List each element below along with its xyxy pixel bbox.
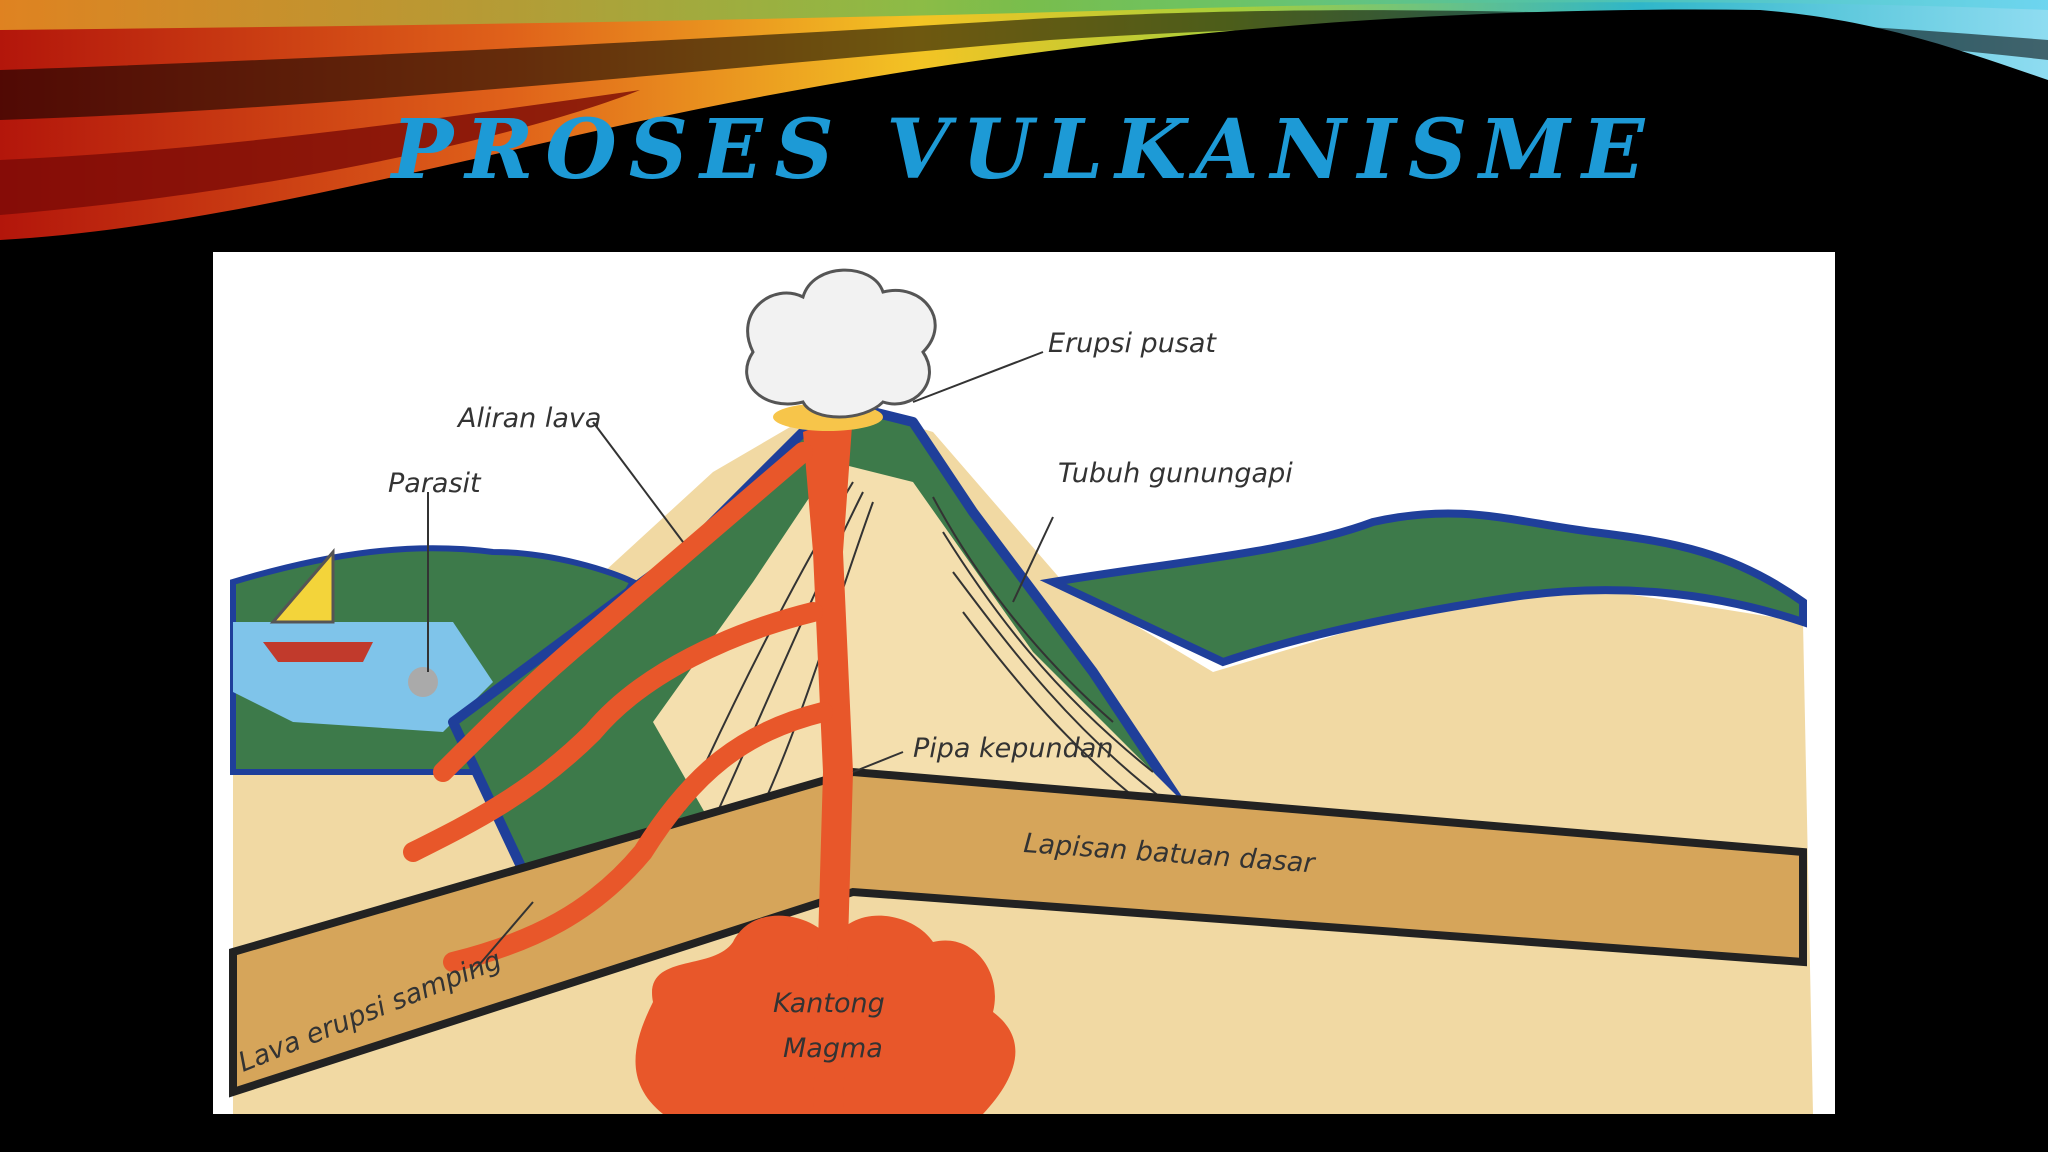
main-conduit (803, 412, 853, 1114)
lava-flows (403, 442, 833, 972)
label-erupsi-pusat: Erupsi pusat (1048, 328, 1217, 359)
right-hills (1039, 509, 1807, 667)
parasite-puff (408, 667, 438, 697)
label-aliran-lava: Aliran lava (456, 403, 601, 434)
label-kantong: Kantong (773, 988, 885, 1019)
label-tubuh-gunungapi: Tubuh gunungapi (1058, 458, 1293, 489)
label-magma: Magma (783, 1033, 883, 1064)
volcano-diagram: Erupsi pusat Aliran lava Parasit Tubuh g… (213, 252, 1835, 1114)
volcano-core-layers (653, 462, 1213, 862)
sailboat-icon (263, 547, 373, 662)
eruption-cloud-icon (745, 268, 937, 419)
volcano-cross-section: Erupsi pusat Aliran lava Parasit Tubuh g… (229, 268, 1813, 1114)
label-parasit: Parasit (388, 468, 482, 499)
leader-lines (427, 351, 1054, 973)
label-pipa-kepundan: Pipa kepundan (913, 733, 1113, 764)
decorative-swoosh (0, 0, 2048, 240)
slide-title: PROSES VULKANISME (391, 102, 1657, 198)
